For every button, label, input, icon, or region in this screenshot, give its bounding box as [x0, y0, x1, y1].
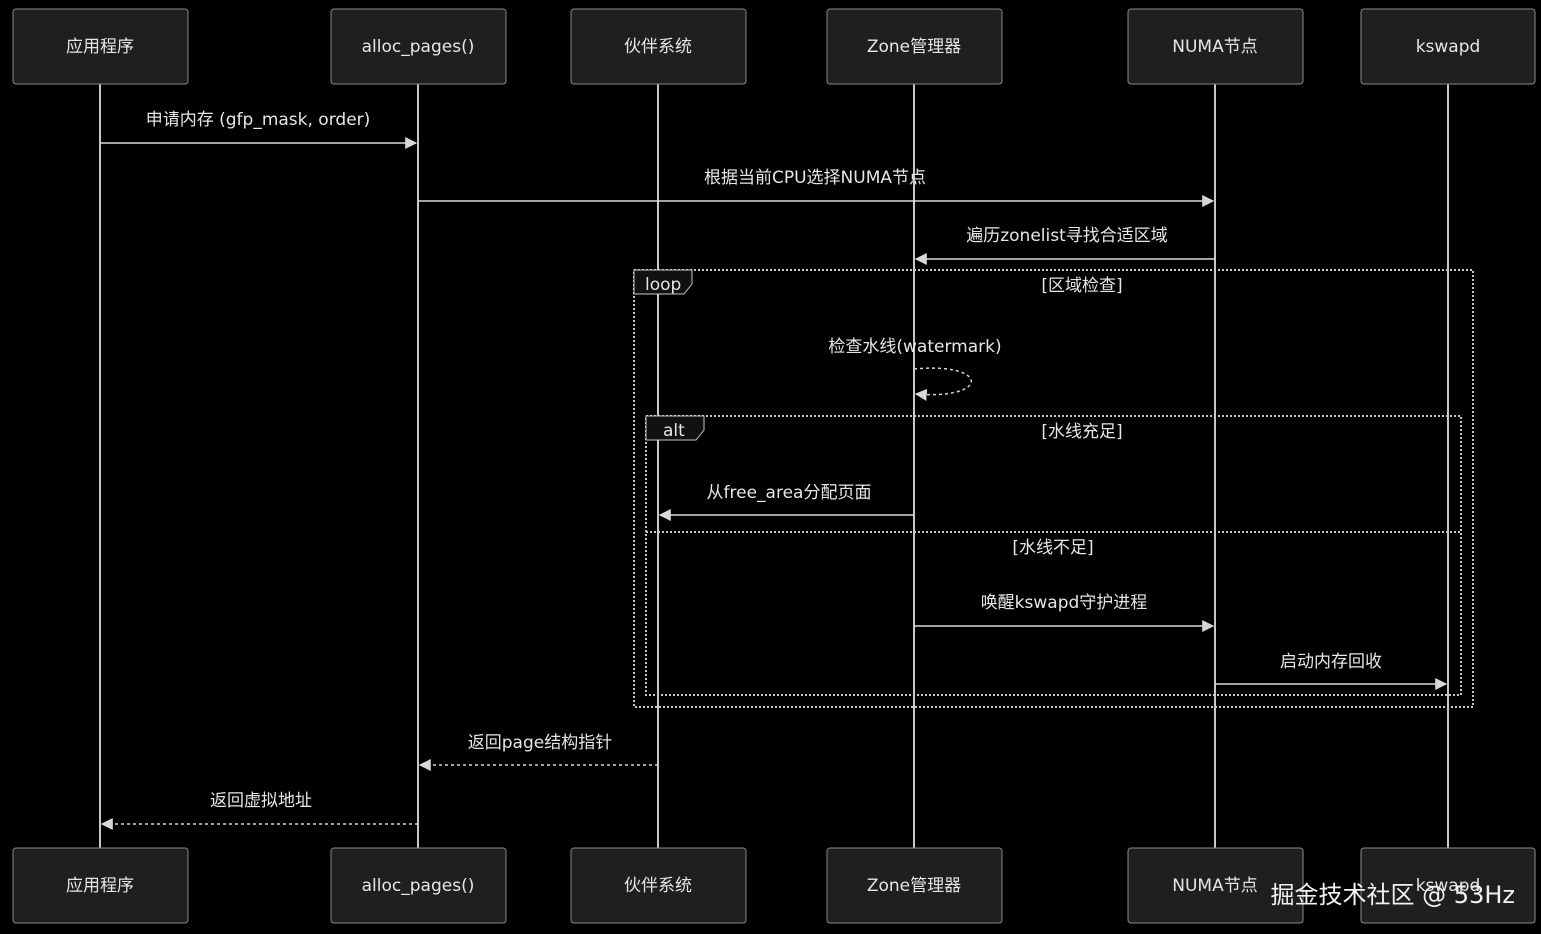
actor-label: alloc_pages() [362, 37, 475, 57]
message-label-7: 启动内存回收 [1280, 652, 1382, 672]
message-label-9: 返回虚拟地址 [210, 791, 312, 811]
actor-label: NUMA节点 [1172, 37, 1257, 57]
actor-label: kswapd [1416, 37, 1481, 57]
loop-condition: [区域检查] [1041, 276, 1122, 296]
actor-numa-bottom[interactable]: NUMA节点 [1127, 847, 1304, 924]
loop-keyword: loop [645, 275, 681, 295]
message-label-1: 申请内存 (gfp_mask, order) [146, 110, 371, 130]
actor-kswapd-bottom[interactable]: kswapd [1360, 847, 1536, 924]
actor-buddy-bottom[interactable]: 伙伴系统 [570, 847, 747, 924]
actor-app-top[interactable]: 应用程序 [12, 8, 189, 85]
actor-alloc-bottom[interactable]: alloc_pages() [330, 847, 507, 924]
actor-app-bottom[interactable]: 应用程序 [12, 847, 189, 924]
actors-bottom: 应用程序 alloc_pages() 伙伴系统 Zone管理器 NUMA节点 k… [12, 847, 1536, 924]
actor-label: alloc_pages() [362, 876, 475, 896]
message-label-3: 遍历zonelist寻找合适区域 [966, 226, 1168, 246]
message-label-6: 唤醒kswapd守护进程 [981, 593, 1148, 613]
actor-label: 应用程序 [66, 37, 134, 57]
actor-zone-bottom[interactable]: Zone管理器 [826, 847, 1003, 924]
actor-buddy-top[interactable]: 伙伴系统 [570, 8, 747, 85]
actor-label: kswapd [1416, 876, 1481, 896]
message-arrow-4-self [913, 367, 972, 401]
actor-numa-top[interactable]: NUMA节点 [1127, 8, 1304, 85]
actor-label: 应用程序 [66, 876, 134, 896]
actor-kswapd-top[interactable]: kswapd [1360, 8, 1536, 85]
actor-label: 伙伴系统 [624, 37, 692, 57]
actor-label: NUMA节点 [1172, 876, 1257, 896]
alt-else-condition: [水线不足] [1012, 538, 1093, 558]
alt-frame: alt [水线充足] [水线不足] [645, 415, 1462, 696]
actor-alloc-top[interactable]: alloc_pages() [330, 8, 507, 85]
actor-label: Zone管理器 [867, 876, 961, 896]
alt-keyword: alt [663, 421, 685, 441]
actor-label: 伙伴系统 [624, 876, 692, 896]
message-label-4: 检查水线(watermark) [828, 337, 1001, 357]
actor-label: Zone管理器 [867, 37, 961, 57]
messages: 申请内存 (gfp_mask, order) 根据当前CPU选择NUMA节点 遍… [100, 110, 1448, 830]
watermark: 掘金技术社区 @ 53Hz [1270, 881, 1515, 909]
actors-top: 应用程序 alloc_pages() 伙伴系统 Zone管理器 NUMA节点 k… [12, 8, 1536, 85]
message-label-8: 返回page结构指针 [468, 733, 612, 753]
loop-frame: loop [区域检查] [633, 269, 1474, 708]
alt-condition: [水线充足] [1041, 422, 1122, 442]
message-label-5: 从free_area分配页面 [707, 483, 872, 503]
message-label-2: 根据当前CPU选择NUMA节点 [704, 168, 926, 188]
actor-zone-top[interactable]: Zone管理器 [826, 8, 1003, 85]
lifelines [99, 84, 1449, 848]
